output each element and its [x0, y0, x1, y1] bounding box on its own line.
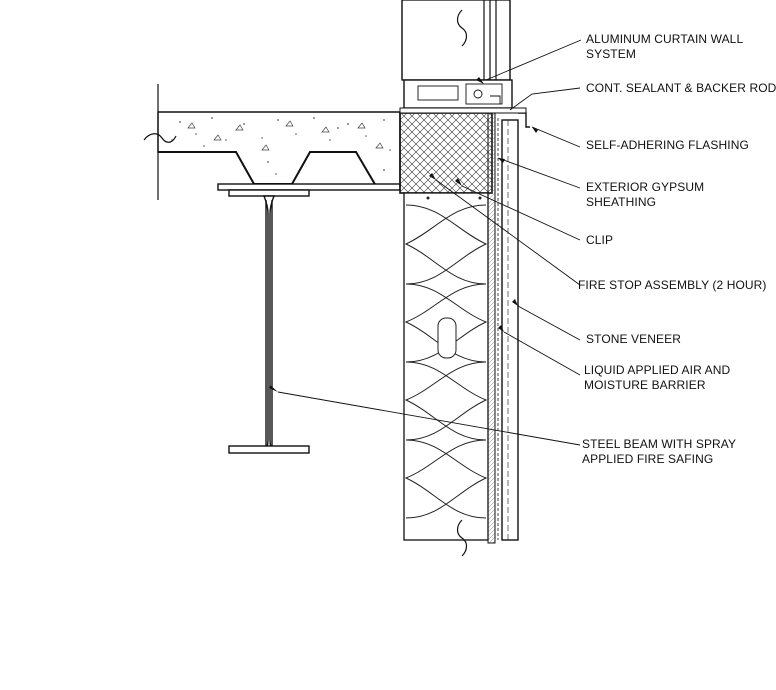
label-curtain-wall: ALUMINUM CURTAIN WALL SYSTEM	[586, 32, 744, 61]
curtain-wall-frame	[399, 0, 527, 114]
label-air-barrier: LIQUID APPLIED AIR AND MOISTURE BARRIER	[584, 363, 731, 392]
label-fire-stop: FIRE STOP ASSEMBLY (2 HOUR)	[578, 278, 767, 292]
wall-assembly	[399, 112, 530, 544]
concrete-slab	[157, 111, 401, 187]
label-steel-beam: STEEL BEAM WITH SPRAY APPLIED FIRE SAFIN…	[582, 437, 737, 466]
leader-arrowheads	[269, 77, 538, 392]
label-clip: CLIP	[586, 233, 614, 247]
label-stone-veneer: STONE VENEER	[586, 332, 682, 346]
label-sealant: CONT. SEALANT & BACKER ROD	[586, 81, 776, 95]
steel-beam	[217, 183, 401, 454]
wall-section-drawing	[143, 0, 582, 557]
slab-break-line	[143, 84, 177, 200]
wall-break-lines	[401, 0, 511, 557]
leader-lines	[277, 39, 582, 446]
label-flashing: SELF-ADHERING FLASHING	[586, 138, 749, 152]
label-sheathing: EXTERIOR GYPSUM SHEATHING	[586, 180, 705, 209]
